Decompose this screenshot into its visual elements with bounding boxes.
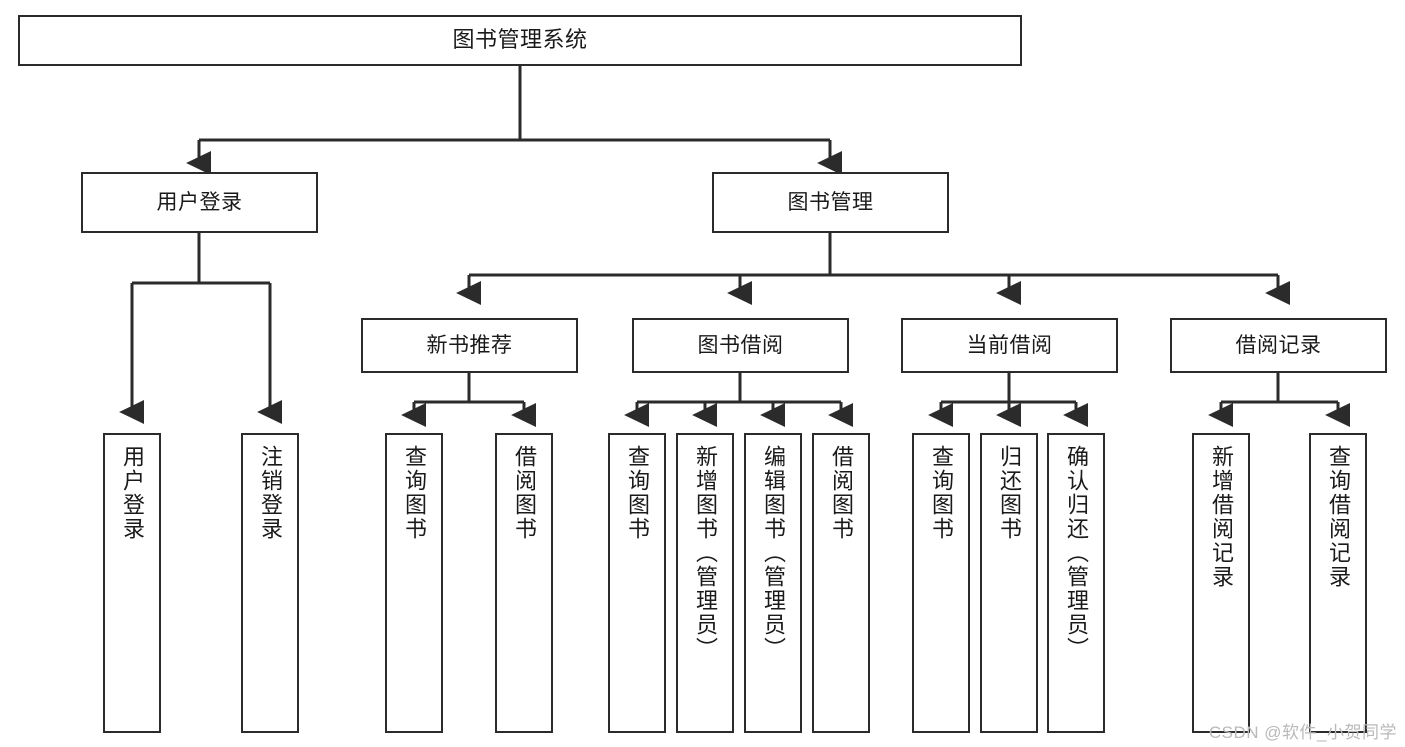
leaf-query-book-1-label: 查询图书 xyxy=(401,445,427,541)
leaf-query-book-3[interactable]: 查询图书 xyxy=(912,433,970,733)
node-borrow-record[interactable]: 借阅记录 xyxy=(1170,318,1387,373)
leaf-logout-login-label: 注销登录 xyxy=(257,445,283,541)
leaf-query-book-2-label: 查询图书 xyxy=(624,445,650,541)
node-new-book-recommend[interactable]: 新书推荐 xyxy=(361,318,578,373)
node-book-borrow[interactable]: 图书借阅 xyxy=(632,318,849,373)
leaf-query-record[interactable]: 查询借阅记录 xyxy=(1309,433,1367,733)
leaf-borrow-book-2-label: 借阅图书 xyxy=(828,445,854,541)
leaf-add-book[interactable]: 新增图书（管理员） xyxy=(676,433,734,733)
leaf-borrow-book-1-label: 借阅图书 xyxy=(511,445,537,541)
leaf-return-book[interactable]: 归还图书 xyxy=(980,433,1038,733)
leaf-add-record-label: 新增借阅记录 xyxy=(1208,445,1234,589)
leaf-user-login-label: 用户登录 xyxy=(119,445,145,541)
leaf-logout-login[interactable]: 注销登录 xyxy=(241,433,299,733)
leaf-edit-book-label: 编辑图书（管理员） xyxy=(760,445,786,661)
node-book-borrow-label: 图书借阅 xyxy=(697,333,784,357)
leaf-return-book-label: 归还图书 xyxy=(996,445,1022,541)
leaf-query-book-1[interactable]: 查询图书 xyxy=(385,433,443,733)
node-root-label: 图书管理系统 xyxy=(452,27,588,53)
leaf-add-book-label: 新增图书（管理员） xyxy=(692,445,718,661)
node-borrow-record-label: 借阅记录 xyxy=(1235,333,1322,357)
node-new-book-recommend-label: 新书推荐 xyxy=(426,333,513,357)
node-current-borrow[interactable]: 当前借阅 xyxy=(901,318,1118,373)
leaf-add-record[interactable]: 新增借阅记录 xyxy=(1192,433,1250,733)
leaf-edit-book[interactable]: 编辑图书（管理员） xyxy=(744,433,802,733)
leaf-borrow-book-2[interactable]: 借阅图书 xyxy=(812,433,870,733)
node-user-login[interactable]: 用户登录 xyxy=(81,172,318,233)
leaf-query-book-2[interactable]: 查询图书 xyxy=(608,433,666,733)
leaf-borrow-book-1[interactable]: 借阅图书 xyxy=(495,433,553,733)
leaf-query-book-3-label: 查询图书 xyxy=(928,445,954,541)
node-book-manage[interactable]: 图书管理 xyxy=(712,172,949,233)
node-user-login-label: 用户登录 xyxy=(156,190,243,214)
watermark-text: CSDN @软件_小贺同学 xyxy=(1208,723,1397,742)
node-current-borrow-label: 当前借阅 xyxy=(966,333,1053,357)
node-root-system[interactable]: 图书管理系统 xyxy=(18,15,1022,66)
leaf-query-record-label: 查询借阅记录 xyxy=(1325,445,1351,589)
leaf-confirm-return[interactable]: 确认归还（管理员） xyxy=(1047,433,1105,733)
node-book-manage-label: 图书管理 xyxy=(787,190,874,214)
leaf-user-login[interactable]: 用户登录 xyxy=(103,433,161,733)
leaf-confirm-return-label: 确认归还（管理员） xyxy=(1063,445,1089,661)
